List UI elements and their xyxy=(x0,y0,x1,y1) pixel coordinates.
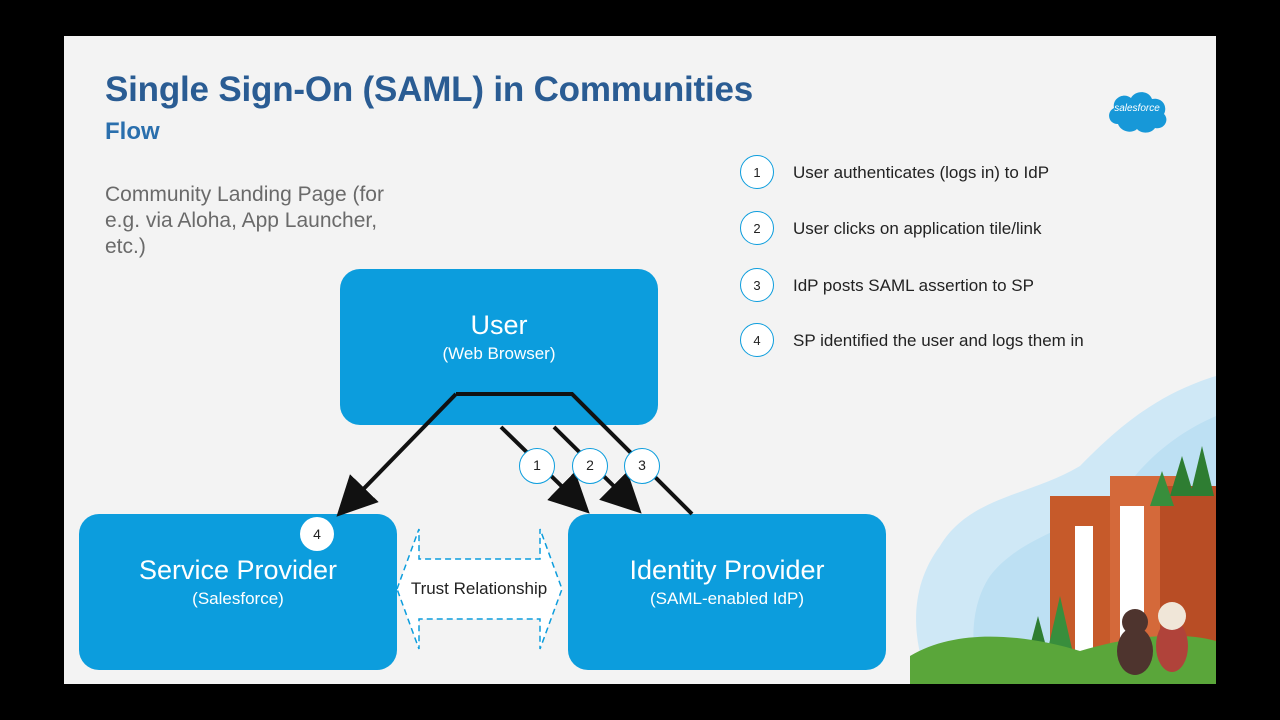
service-provider-subtitle: (Salesforce) xyxy=(192,589,284,608)
trust-relationship-label: Trust Relationship xyxy=(410,579,548,598)
step-2-number: 2 xyxy=(740,211,774,245)
identity-provider-subtitle: (SAML-enabled IdP) xyxy=(649,589,805,608)
step-2-text: User clicks on application tile/link xyxy=(793,219,1042,238)
slide-title: Single Sign-On (SAML) in Communities xyxy=(105,70,754,109)
step-4-text: SP identified the user and logs them in xyxy=(793,331,1084,350)
flow-number-2: 2 xyxy=(572,448,608,484)
flow-number-3: 3 xyxy=(624,448,660,484)
landing-page-note: Community Landing Page (for e.g. via Alo… xyxy=(105,183,384,258)
step-1-number: 1 xyxy=(740,155,774,189)
salesforce-logo-text: salesforce xyxy=(1114,103,1160,114)
identity-provider-box: Identity Provider (SAML-enabled IdP) xyxy=(568,514,886,670)
user-box-subtitle: (Web Browser) xyxy=(442,344,556,363)
landscape-illustration xyxy=(910,376,1216,684)
service-provider-box: Service Provider (Salesforce) xyxy=(79,514,397,670)
service-provider-title: Service Provider xyxy=(138,555,338,585)
user-box: User (Web Browser) xyxy=(340,269,658,425)
step-3-number: 3 xyxy=(740,268,774,302)
slide-subtitle: Flow xyxy=(105,118,160,145)
identity-provider-title: Identity Provider xyxy=(629,555,825,585)
slide: Single Sign-On (SAML) in Communities Flo… xyxy=(64,36,1216,684)
step-3-text: IdP posts SAML assertion to SP xyxy=(793,276,1034,295)
salesforce-logo xyxy=(1109,92,1167,133)
flow-number-1: 1 xyxy=(519,448,555,484)
step-4-number: 4 xyxy=(740,323,774,357)
user-box-title: User xyxy=(470,310,528,340)
flow-number-4: 4 xyxy=(300,517,334,551)
step-1-text: User authenticates (logs in) to IdP xyxy=(793,163,1050,182)
